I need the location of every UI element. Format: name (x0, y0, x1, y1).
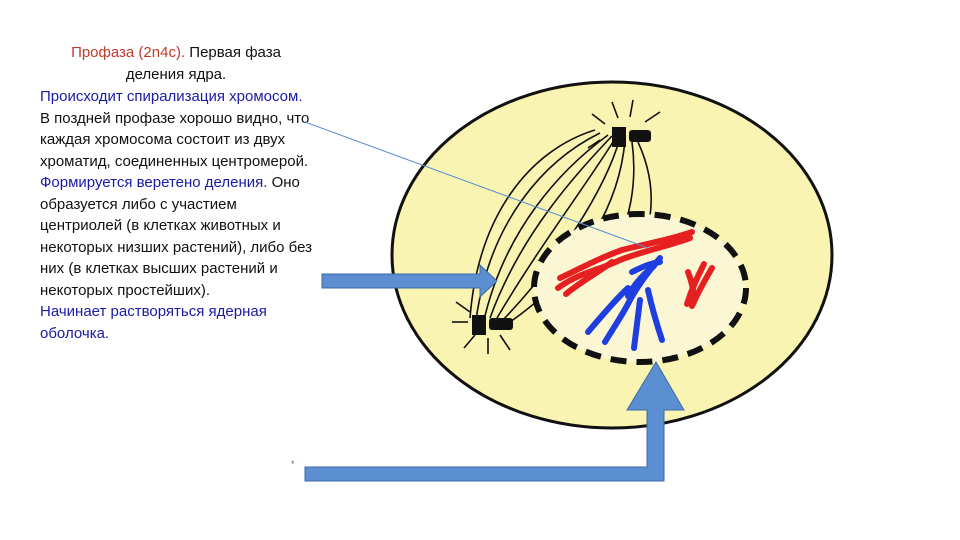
phase-name: Профаза (2n4c). (71, 44, 186, 61)
slide-title: Профаза (2n4c). Первая фаза деления ядра… (40, 42, 312, 86)
pointer-line (304, 121, 649, 249)
aster-rays (452, 99, 661, 354)
arrow-to-nucleus (304, 361, 685, 482)
emphasis-spiralization: Происходит спирализация хромосом. (40, 88, 303, 105)
paragraph-envelope: Начинает растворяться ядерная оболочка. (40, 301, 316, 344)
phase-description: Первая фаза деления ядра. (125, 44, 281, 83)
centriole-top (612, 127, 651, 147)
text-spiralization: В поздней профазе хорошо видно, что кажд… (40, 109, 310, 170)
arrow-to-spindle (321, 263, 498, 299)
emphasis-envelope: Начинает растворяться ядерная оболочка. (40, 303, 267, 342)
emphasis-spindle: Формируется веретено деления. (40, 174, 268, 191)
paragraph-spiralization: Происходит спирализация хромосом. В позд… (40, 86, 316, 172)
paragraph-spindle: Формируется веретено деления. Оно образу… (40, 172, 316, 301)
nuclear-envelope (531, 211, 749, 365)
chromosomes-red (555, 229, 715, 309)
footnote-marker: * (291, 459, 295, 469)
chromosomes-blue (585, 255, 665, 351)
description-text: Происходит спирализация хромосом. В позд… (40, 86, 316, 344)
text-spindle: Оно образуется либо с участием центриоле… (40, 174, 312, 299)
centriole-bottom (472, 315, 513, 335)
